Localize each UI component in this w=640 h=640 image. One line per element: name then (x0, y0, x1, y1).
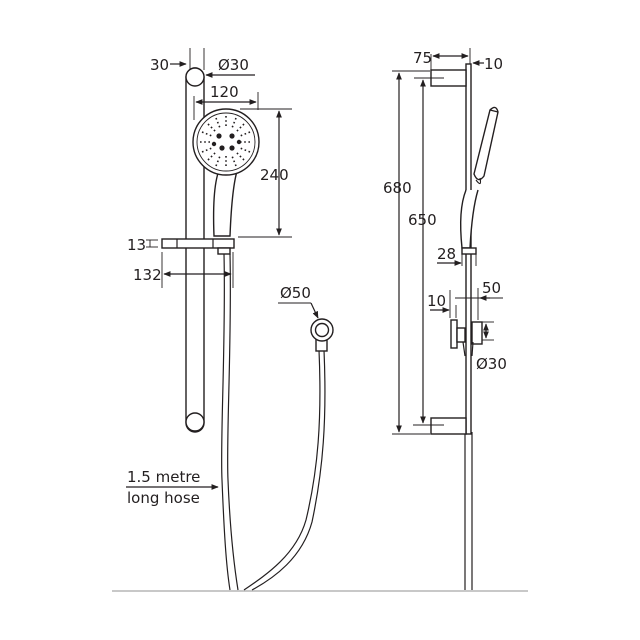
dim-head-height: 240 (260, 166, 289, 184)
bottom-bracket (430, 417, 467, 435)
side-view: 75 10 680 650 28 (383, 48, 507, 590)
hand-shower (192, 108, 260, 237)
hose-label-line2: long hose (127, 489, 200, 507)
side-slider (461, 247, 477, 255)
dim-bracket-depth: 75 (413, 49, 432, 67)
front-view: 30 Ø30 120 (126, 48, 334, 591)
dim-bracket-centres: 650 (408, 211, 437, 229)
dim-elbow-diameter: Ø50 (280, 284, 311, 302)
shelf (161, 238, 235, 249)
dim-overall-height: 680 (383, 179, 412, 197)
dim-rail-offset: 30 (150, 56, 169, 74)
dim-rail-thickness: 10 (484, 55, 503, 73)
hose-label-line1: 1.5 metre (127, 468, 200, 486)
dim-elbow-plate: 10 (427, 292, 446, 310)
dim-slider-width: 28 (437, 245, 456, 263)
dim-rail-diameter: Ø30 (218, 56, 249, 74)
dim-head-width: 120 (210, 83, 239, 101)
hose (220, 253, 326, 591)
side-wall-elbow (450, 319, 483, 357)
dim-elbow-projection: 50 (482, 279, 501, 297)
dim-shelf-thickness: 13 (127, 236, 146, 254)
dim-shelf-depth: 132 (133, 266, 162, 284)
wall-elbow (310, 318, 334, 352)
rail-end-cap (185, 67, 205, 87)
spray-nozzles (211, 133, 242, 151)
dim-elbow-diameter-side: Ø30 (476, 355, 507, 373)
